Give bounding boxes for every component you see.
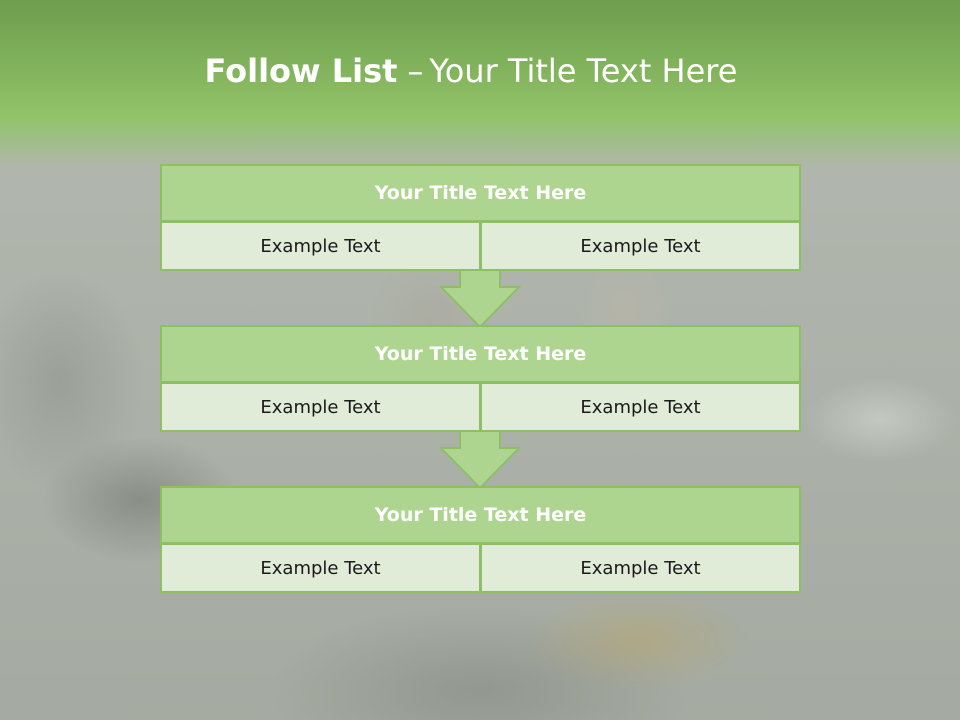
flow-cell-right: Example Text xyxy=(480,221,801,271)
flow-block-3: Your Title Text Here Example Text Exampl… xyxy=(160,486,801,593)
flow-block-row: Example Text Example Text xyxy=(160,543,801,593)
page-title-bold: Follow List xyxy=(204,52,398,90)
flow-block-title: Your Title Text Here xyxy=(160,486,801,544)
flow-block-2: Your Title Text Here Example Text Exampl… xyxy=(160,325,801,432)
flow-cell-right: Example Text xyxy=(480,543,801,593)
flow-block-title: Your Title Text Here xyxy=(160,164,801,222)
flow-block-row: Example Text Example Text xyxy=(160,382,801,432)
flow-cell-left: Example Text xyxy=(160,543,481,593)
flow-cell-left: Example Text xyxy=(160,221,481,271)
page-title: Follow List–Your Title Text Here xyxy=(0,52,942,90)
page-title-rest: Your Title Text Here xyxy=(429,52,738,90)
down-arrow-icon xyxy=(439,269,521,329)
flow-block-1: Your Title Text Here Example Text Exampl… xyxy=(160,164,801,271)
flow-cell-right: Example Text xyxy=(480,382,801,432)
flow-block-row: Example Text Example Text xyxy=(160,221,801,271)
flow-block-title: Your Title Text Here xyxy=(160,325,801,383)
header-band xyxy=(0,0,960,170)
page-title-dash: – xyxy=(407,52,424,90)
down-arrow-icon xyxy=(439,430,521,490)
flow-cell-left: Example Text xyxy=(160,382,481,432)
